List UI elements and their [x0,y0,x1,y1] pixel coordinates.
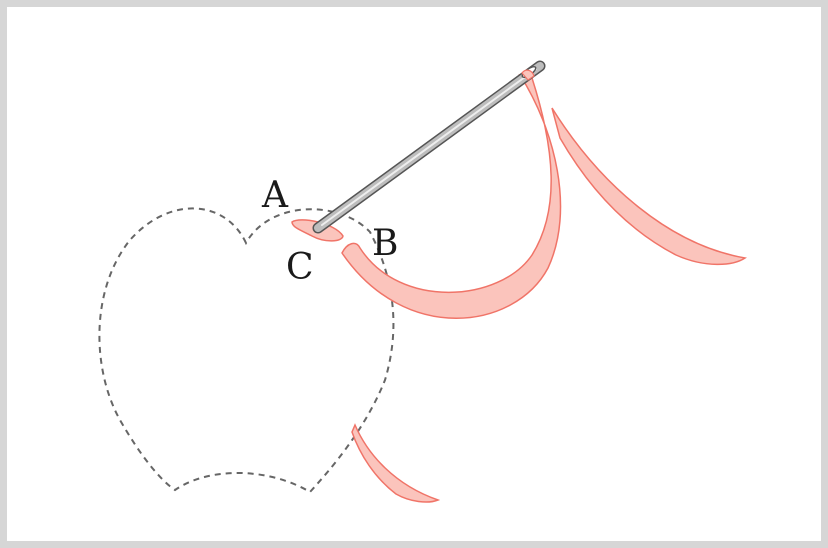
thread-tail-bottom [351,423,441,503]
needle-icon [312,60,546,234]
label-a: A [261,175,289,216]
thread-loop [341,73,562,319]
thread-tail-right [551,107,747,266]
label-b: B [372,223,398,264]
label-c: C [286,247,314,288]
thread-through-eye [521,69,535,81]
apple-outline-icon [98,207,395,494]
